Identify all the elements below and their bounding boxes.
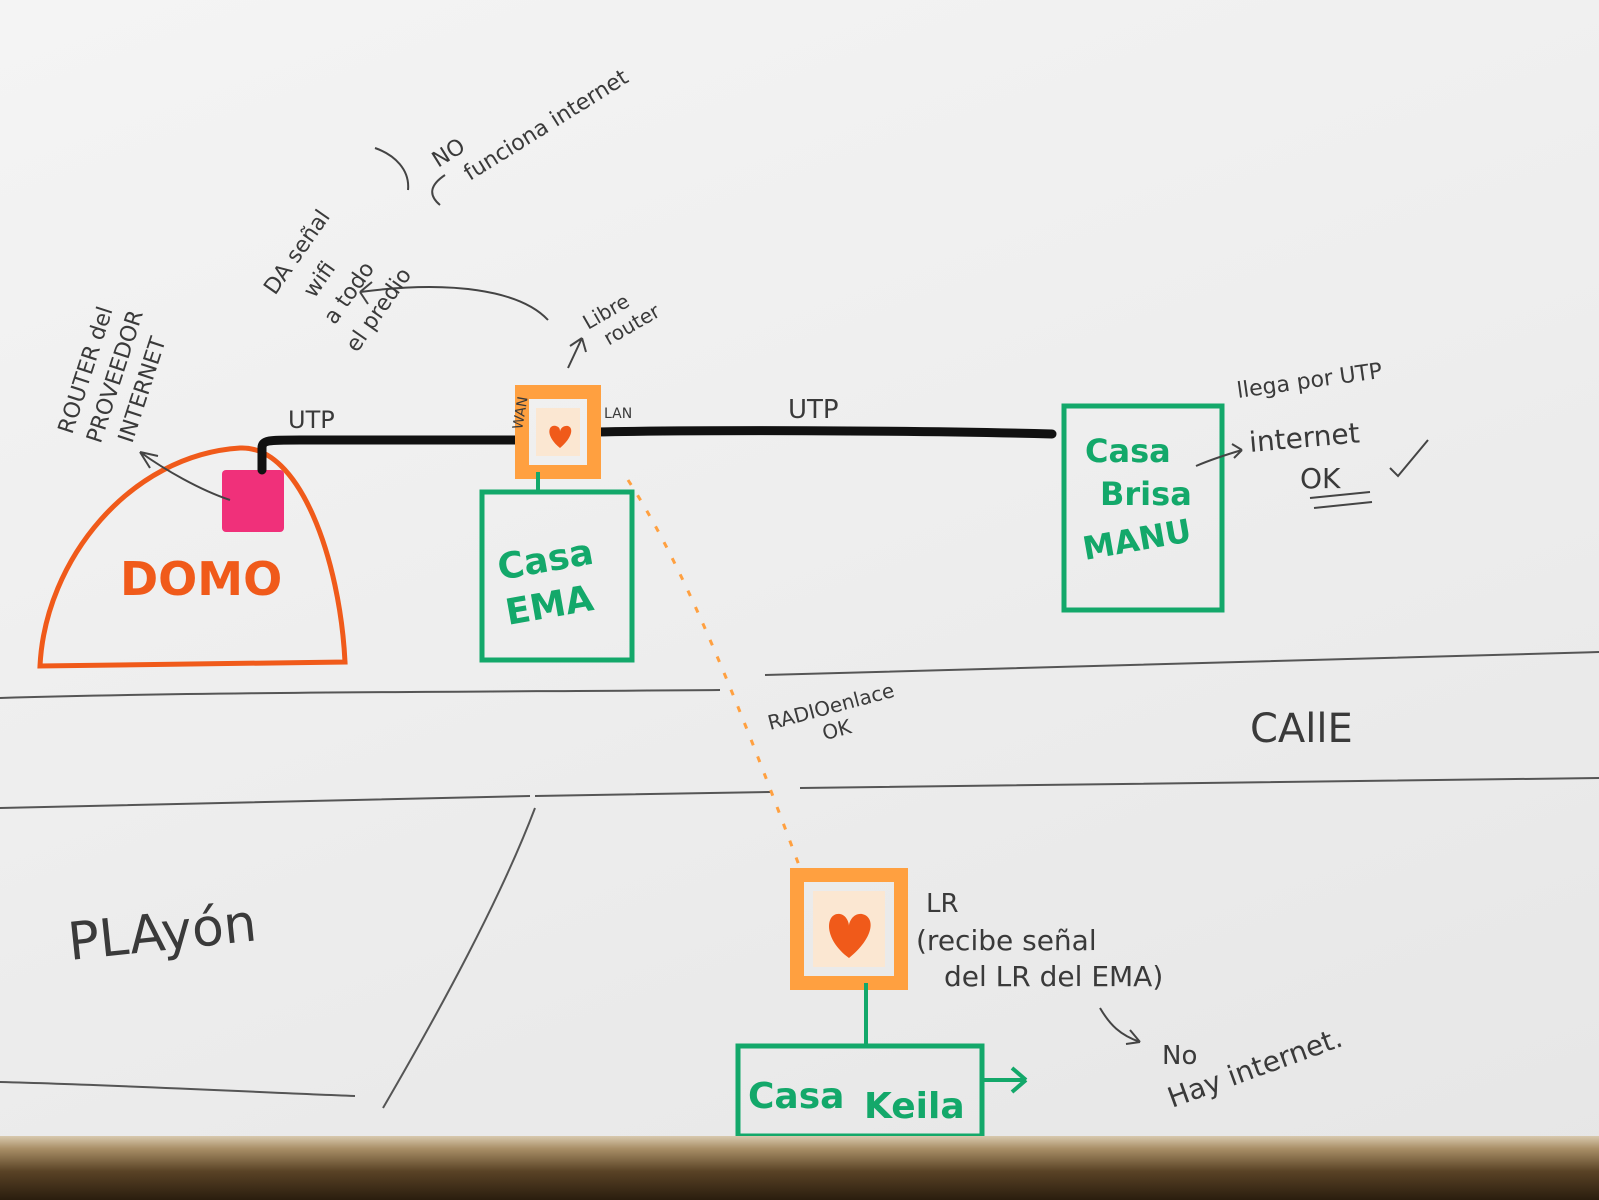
keila-arrow-icon [982, 1066, 1028, 1094]
brisa-note: llega por UTP internet OK [1235, 359, 1384, 495]
lan-label: LAN [604, 406, 632, 422]
casa-ema-box [479, 489, 635, 663]
no-internet-arrow [1099, 1007, 1141, 1045]
utp-label-left: UTP [288, 406, 335, 434]
svg-text:LR: LR [926, 889, 959, 919]
casa-brisa-label-2: Brisa [1100, 475, 1192, 513]
casa-keila-label-1: Casa [748, 1076, 844, 1117]
svg-text:llega por UTP: llega por UTP [1235, 359, 1384, 404]
wan-label: WAN [510, 395, 532, 430]
libre-router-arrow [567, 337, 587, 369]
radioenlace-note: RADIOenlace OK [765, 678, 897, 745]
svg-text:(recibe señal: (recibe señal [916, 924, 1097, 957]
wifi-note: DA señal wifi a todo el predio [259, 206, 417, 357]
svg-text:No: No [1162, 1041, 1197, 1071]
utp-cable-right [590, 426, 1057, 439]
router-note: ROUTER del PROVEEDOR INTERNET [54, 304, 172, 446]
svg-text:internet: internet [1248, 416, 1361, 459]
lr-router-heart-icon [829, 913, 871, 958]
svg-text:funciona internet: funciona internet [460, 65, 634, 186]
provider-router-icon [222, 470, 284, 532]
casa-brisa-label-1: Casa [1085, 432, 1171, 470]
wifi-arrow [359, 281, 549, 321]
paper-edge [0, 1136, 1599, 1200]
svg-text:del LR del EMA): del LR del EMA) [944, 960, 1163, 993]
casa-brisa-label-3: MANU [1080, 511, 1194, 567]
ema-router-icon [515, 385, 601, 479]
casa-ema-label-2: EMA [502, 578, 596, 634]
utp-cable-left [257, 435, 525, 475]
lr-router-icon [790, 868, 908, 990]
ok-underline [1309, 491, 1373, 509]
brisa-arrow [1195, 443, 1243, 467]
playon-label: PLAyón [65, 893, 259, 972]
libre-router-note: Libre router [579, 289, 665, 350]
checkmark-icon [1389, 439, 1429, 478]
lr-note: LR (recibe señal del LR del EMA) [916, 889, 1163, 993]
wifi-bracket [374, 147, 446, 206]
street-lines [0, 651, 1599, 1109]
radio-link [626, 479, 802, 869]
casa-brisa-box [1061, 403, 1225, 613]
domo-label: DOMO [120, 552, 282, 606]
router-pointer-arrow [139, 451, 231, 501]
svg-text:OK: OK [1300, 462, 1341, 495]
ema-router-heart-icon [549, 425, 572, 448]
domo-building [37, 445, 348, 669]
no-hay-internet-note: No Hay internet. [1162, 1021, 1347, 1115]
casa-keila-label-2: Keila [864, 1086, 965, 1127]
no-internet-note: NO funciona internet [428, 65, 634, 186]
calle-label: CAllE [1250, 706, 1353, 752]
utp-label-right: UTP [788, 395, 839, 425]
